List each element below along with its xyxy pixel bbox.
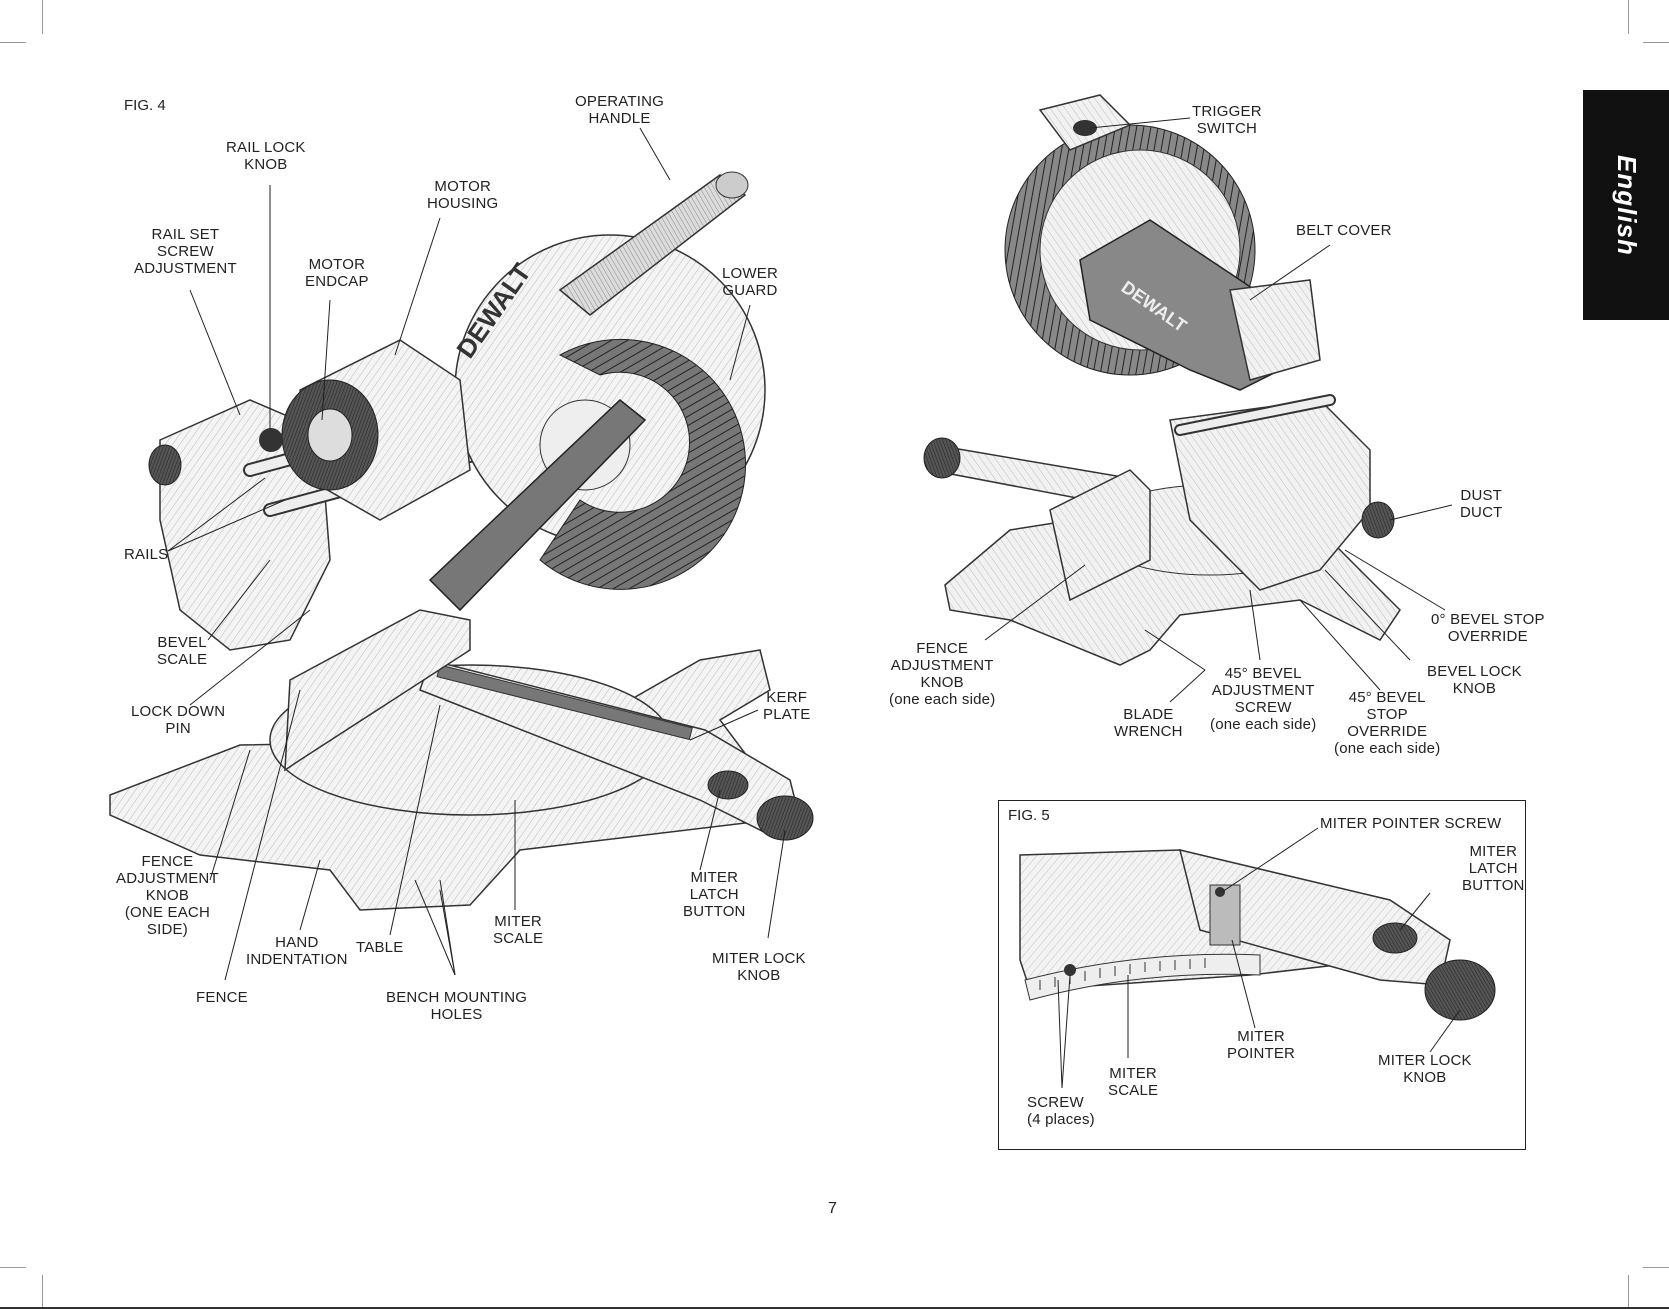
handle-arm <box>428 399 647 612</box>
miter-lock-knob-shape <box>756 795 814 841</box>
label-fig5-miter-lock-knob: MITER LOCK KNOB <box>1378 1052 1472 1086</box>
label-motor-endcap: MOTOR ENDCAP <box>305 256 369 290</box>
fig4-title: FIG. 4 <box>124 97 166 114</box>
label-miter-latch-button: MITER LATCH BUTTON <box>683 869 746 920</box>
label-45-bevel-stop-override: 45° BEVEL STOP OVERRIDE (one each side) <box>1334 689 1441 757</box>
lower-guard-teeth <box>539 338 746 590</box>
label-rail-lock-knob: RAIL LOCK KNOB <box>226 139 306 173</box>
operating-handle-end <box>715 171 749 199</box>
label-fence: FENCE <box>196 989 248 1006</box>
crop-mark <box>1643 1267 1669 1268</box>
fig5-pointer-block <box>1209 884 1241 946</box>
side-motor <box>1229 279 1321 381</box>
crop-mark <box>0 42 26 43</box>
fig4-leader-lines <box>167 127 786 981</box>
fig5-lock-knob <box>1424 959 1496 1021</box>
label-45-bevel-adjustment-screw: 45° BEVEL ADJUSTMENT SCREW (one each sid… <box>1210 665 1317 733</box>
fence-shape <box>284 609 471 772</box>
label-rail-set-screw-adjustment: RAIL SET SCREW ADJUSTMENT <box>134 226 237 277</box>
crop-mark <box>42 1275 43 1309</box>
fig5-screw <box>1064 964 1076 976</box>
label-0-bevel-stop-override: 0° BEVEL STOP OVERRIDE <box>1431 611 1545 645</box>
label-trigger-switch: TRIGGER SWITCH <box>1192 103 1262 137</box>
label-table: TABLE <box>356 939 404 956</box>
label-blade-wrench: BLADE WRENCH <box>1114 706 1183 740</box>
language-tab: English <box>1583 90 1669 320</box>
label-motor-housing: MOTOR HOUSING <box>427 178 499 212</box>
label-dust-duct: DUST DUCT <box>1460 487 1503 521</box>
label-bevel-scale: BEVEL SCALE <box>157 634 208 668</box>
fig5-pointer-screw <box>1215 887 1225 897</box>
label-hand-indentation: HAND INDENTATION <box>246 934 348 968</box>
fig5-latch-button <box>1372 922 1418 954</box>
dust-duct-shape <box>1361 501 1395 539</box>
side-fence <box>1049 469 1151 602</box>
side-rear-column <box>1169 399 1371 591</box>
rail-lock-knob-shape <box>259 428 283 452</box>
page-bottom-edge <box>0 1307 1669 1309</box>
label-fig5-miter-latch-button: MITER LATCH BUTTON <box>1462 843 1525 894</box>
crop-mark <box>42 0 43 34</box>
label-rails: RAILS <box>124 546 169 563</box>
operating-handle-grip <box>558 174 747 316</box>
crop-mark <box>0 1267 26 1268</box>
label-fence-adjustment-knob-side: FENCE ADJUSTMENT KNOB (one each side) <box>889 640 996 708</box>
label-miter-pointer: MITER POINTER <box>1227 1028 1296 1062</box>
trigger-shape <box>1073 120 1097 136</box>
page-number: 7 <box>828 1200 837 1217</box>
side-rail-fill <box>1176 396 1334 434</box>
crop-mark <box>1628 1275 1629 1309</box>
fig5-frame <box>998 800 1526 1150</box>
fig5-leader-lines <box>1057 827 1461 1089</box>
side-miter-knob <box>923 437 961 479</box>
crop-mark <box>1628 0 1629 34</box>
crop-mark <box>1643 42 1669 43</box>
label-fence-adjustment-knob: FENCE ADJUSTMENT KNOB (ONE EACH SIDE) <box>116 853 219 938</box>
label-screw: SCREW (4 places) <box>1027 1094 1095 1128</box>
label-kerf-plate: KERF PLATE <box>763 689 811 723</box>
label-bench-mounting-holes: BENCH MOUNTING HOLES <box>386 989 528 1023</box>
fig5-scale-arc <box>1024 953 1261 1001</box>
label-lock-down-pin: LOCK DOWN PIN <box>131 703 226 737</box>
motor-endcap-center <box>307 408 353 462</box>
label-operating-handle: OPERATING HANDLE <box>575 93 665 127</box>
label-miter-pointer-screw: MITER POINTER SCREW <box>1320 815 1502 832</box>
label-miter-scale: MITER SCALE <box>493 913 544 947</box>
rail-knob-left <box>148 444 182 486</box>
label-belt-cover: BELT COVER <box>1296 222 1392 239</box>
label-miter-lock-knob: MITER LOCK KNOB <box>712 950 806 984</box>
label-bevel-lock-knob: BEVEL LOCK KNOB <box>1427 663 1522 697</box>
miter-latch-shape <box>707 770 749 800</box>
label-fig5-miter-scale: MITER SCALE <box>1108 1065 1159 1099</box>
side-leader-lines <box>984 117 1453 703</box>
fig5-title: FIG. 5 <box>1008 807 1050 824</box>
label-lower-guard: LOWER GUARD <box>722 265 779 299</box>
